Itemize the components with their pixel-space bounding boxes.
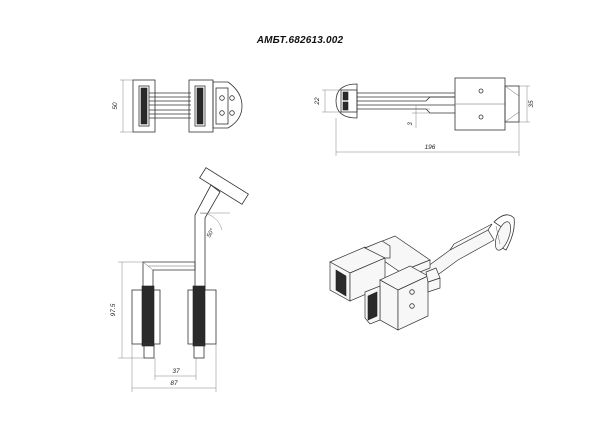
dim-width-87: 87 bbox=[170, 380, 178, 387]
dim-angle-50: 50° bbox=[206, 228, 216, 239]
dim-length-196: 196 bbox=[425, 144, 436, 151]
dim-gap-3: 3 bbox=[408, 122, 414, 126]
dim-height-50: 50 bbox=[112, 102, 119, 110]
isometric-view bbox=[329, 214, 515, 331]
top-view: 22 35 3 196 bbox=[314, 77, 535, 156]
dim-height-22: 22 bbox=[314, 97, 321, 106]
drawing-title: АМБТ.682613.002 bbox=[256, 35, 344, 46]
dim-height-97-5: 97.5 bbox=[110, 303, 117, 316]
dim-width-37: 37 bbox=[172, 368, 180, 375]
side-view: 50° 97.5 37 87 bbox=[110, 167, 249, 392]
dim-height-35: 35 bbox=[528, 100, 535, 108]
front-view: 50 bbox=[112, 79, 243, 133]
